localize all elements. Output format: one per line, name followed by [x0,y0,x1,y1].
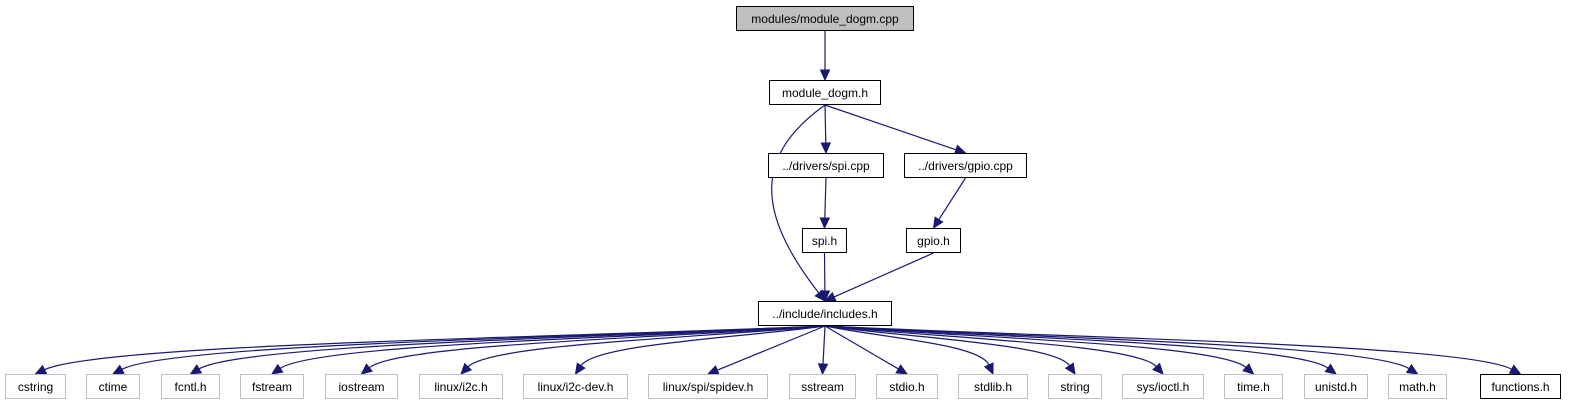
edge-includes-h-to-fstream-arrowhead [270,363,284,375]
edge-includes-h-to-string-arrowhead [1064,362,1076,376]
edge-includes-h-to-sstream-arrowhead [817,363,829,376]
edge-includes-h-to-unistd-h-arrowhead [1324,363,1337,375]
edge-module-dogm-h-to-spi-cpp [824,104,827,144]
edge-includes-h-to-math-h-arrowhead [1405,363,1419,375]
edge-includes-h-to-stdlib-h-arrowhead [983,362,994,376]
node-spi-h[interactable]: spi.h [802,228,847,253]
edge-includes-h-to-linux-i2c-dev-h [580,325,826,367]
edge-gpio-cpp-to-gpio-h-arrowhead [932,216,944,230]
edge-includes-h-to-sys-ioctl-h-arrowhead [1152,362,1164,375]
edge-includes-h-to-stdlib-h [824,325,990,366]
edge-includes-h-to-time-h-arrowhead [1242,363,1255,375]
edge-spi-cpp-to-spi-h [824,177,827,219]
node-gpio-cpp[interactable]: ../drivers/gpio.cpp [904,153,1027,178]
edge-includes-h-to-functions-h-arrowhead [1508,364,1522,375]
edge-includes-h-to-linux-spi-spidev-h [717,325,826,371]
node-math-h: math.h [1388,374,1447,399]
edge-includes-h-to-stdio-h-arrowhead [895,364,909,375]
node-gpio-h[interactable]: gpio.h [906,228,961,253]
edge-includes-h-to-linux-i2c-dev-h-arrowhead [574,362,586,376]
node-fcntl-h: fcntl.h [161,374,220,399]
node-cstring: cstring [5,374,66,399]
edge-includes-h-to-iostream-arrowhead [360,363,373,375]
edge-includes-h-to-stdio-h [824,325,899,370]
node-functions-h[interactable]: functions.h [1480,374,1561,399]
node-iostream: iostream [325,374,398,399]
node-fstream: fstream [240,374,304,399]
edge-includes-h-to-ctime-arrowhead [111,364,125,375]
edge-includes-h-to-math-h [824,325,1410,370]
edge-includes-h-to-linux-i2c-h [467,325,826,368]
edge-includes-h-to-fcntl-h-arrowhead [189,364,203,375]
node-linux-spi-spidev-h: linux/spi/spidev.h [648,374,768,399]
node-includes-h[interactable]: ../include/includes.h [758,301,892,326]
edge-includes-h-to-functions-h [824,325,1512,370]
edge-module-dogm-h-to-gpio-cpp [824,104,957,151]
edge-root-to-module-dogm-h-arrowhead [819,69,831,82]
edge-includes-h-to-unistd-h [824,325,1329,369]
edge-module-dogm-h-to-spi-cpp-arrowhead [820,142,832,155]
node-module-dogm-cpp[interactable]: modules/module_dogm.cpp [736,6,914,31]
edge-spi-cpp-to-spi-h-arrowhead [819,217,831,230]
node-string: string [1048,374,1102,399]
node-stdlib-h: stdlib.h [958,374,1028,399]
edge-spi-h-to-includes-h-arrowhead [819,290,831,303]
node-sys-ioctl-h: sys/ioctl.h [1122,374,1204,399]
edge-module-dogm-h-to-includes-h [771,104,826,294]
edge-includes-h-to-linux-i2c-h-arrowhead [460,362,473,375]
edge-includes-h-to-time-h [824,325,1247,368]
node-stdio-h: stdio.h [876,374,938,399]
edge-includes-h-to-cstring-arrowhead [34,364,48,375]
node-time-h: time.h [1224,374,1283,399]
edge-gpio-h-to-includes-h [833,252,934,298]
node-unistd-h: unistd.h [1304,374,1368,399]
edge-includes-h-to-iostream [368,325,826,369]
node-linux-i2c-h: linux/i2c.h [419,374,503,399]
edge-includes-h-to-cstring [44,325,826,371]
node-spi-cpp[interactable]: ../drivers/spi.cpp [768,153,884,178]
edge-gpio-cpp-to-gpio-h [938,177,967,220]
edge-includes-h-to-string [824,325,1070,367]
node-module-dogm-h[interactable]: module_dogm.h [769,80,881,105]
edge-includes-h-to-sys-ioctl-h [824,325,1157,367]
node-sstream: sstream [789,374,856,399]
node-linux-i2c-dev-h: linux/i2c-dev.h [523,374,628,399]
edge-includes-h-to-sstream [822,325,826,365]
node-ctime: ctime [86,374,140,399]
